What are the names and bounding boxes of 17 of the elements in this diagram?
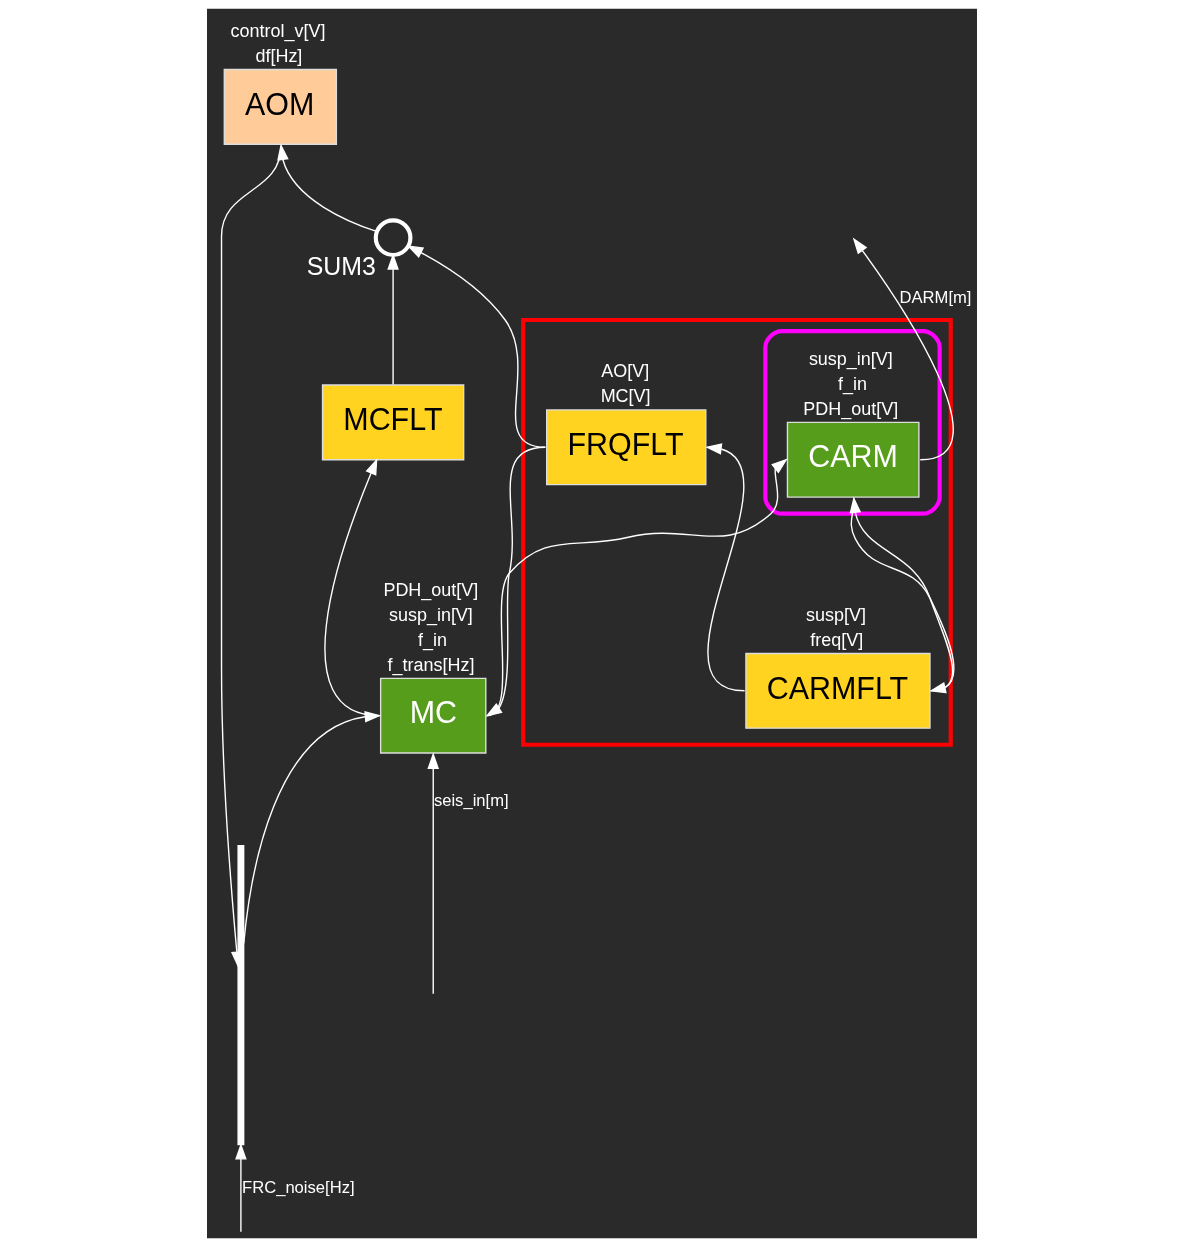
node-label: PDH_out[V] xyxy=(802,398,898,419)
node-label: susp[V] xyxy=(805,604,866,625)
node-label: f_in xyxy=(417,629,447,650)
node-label: susp_in[V] xyxy=(388,604,473,625)
edge-label: DARM[m] xyxy=(899,287,971,307)
node-label: MC[V] xyxy=(600,386,651,407)
edge-label: FRC_noise[Hz] xyxy=(241,1177,355,1197)
node-label: f_trans[Hz] xyxy=(387,654,474,675)
node-label: f_in xyxy=(837,373,867,394)
node-label: freq[V] xyxy=(809,629,863,650)
node-label: SUM3 xyxy=(306,251,376,280)
node-label: susp_in[V] xyxy=(808,348,893,369)
node-label: df[Hz] xyxy=(254,45,302,66)
node-label: AO[V] xyxy=(600,361,649,382)
node-label: PDH_out[V] xyxy=(382,579,478,600)
edge-label: seis_in[m] xyxy=(433,791,509,811)
node-label: control_v[V] xyxy=(230,20,325,41)
